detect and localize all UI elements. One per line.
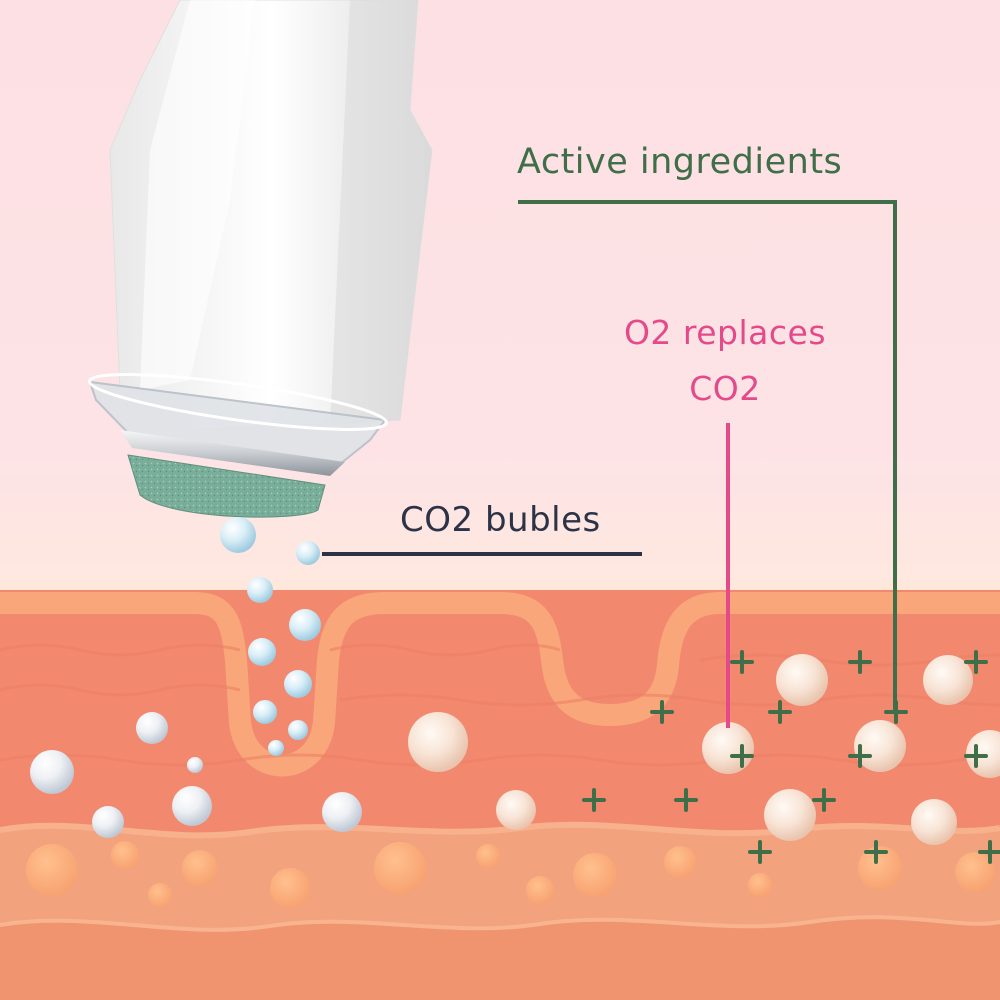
bubble-icon <box>268 740 284 756</box>
skincare-device-icon <box>87 0 433 518</box>
bubble-icon <box>284 670 312 698</box>
skin-bubbles <box>30 712 362 838</box>
co2-bubbles-label: CO2 bubles <box>400 500 601 540</box>
bubble-icon <box>289 609 321 641</box>
skin-membrane <box>0 592 1000 777</box>
bubble-icon <box>253 700 277 724</box>
co2-bubbles <box>220 517 321 756</box>
bubble-icon <box>288 720 308 740</box>
active-ingredients-label: Active ingredients <box>517 142 843 182</box>
bubble-icon <box>220 517 256 553</box>
o2-replaces-line2: CO2 <box>689 369 761 408</box>
fat-cells <box>26 841 995 908</box>
bubble-icon <box>248 638 276 666</box>
o2-replaces-label: O2 replaces CO2 <box>560 305 890 417</box>
active-ingredients-leader <box>518 200 897 712</box>
bubble-icon <box>296 541 320 565</box>
bubble-icon <box>247 577 273 603</box>
skin-layers <box>0 590 1000 1000</box>
o2-replaces-line1: O2 replaces <box>623 313 827 352</box>
ingredient-spheres <box>408 654 1000 845</box>
